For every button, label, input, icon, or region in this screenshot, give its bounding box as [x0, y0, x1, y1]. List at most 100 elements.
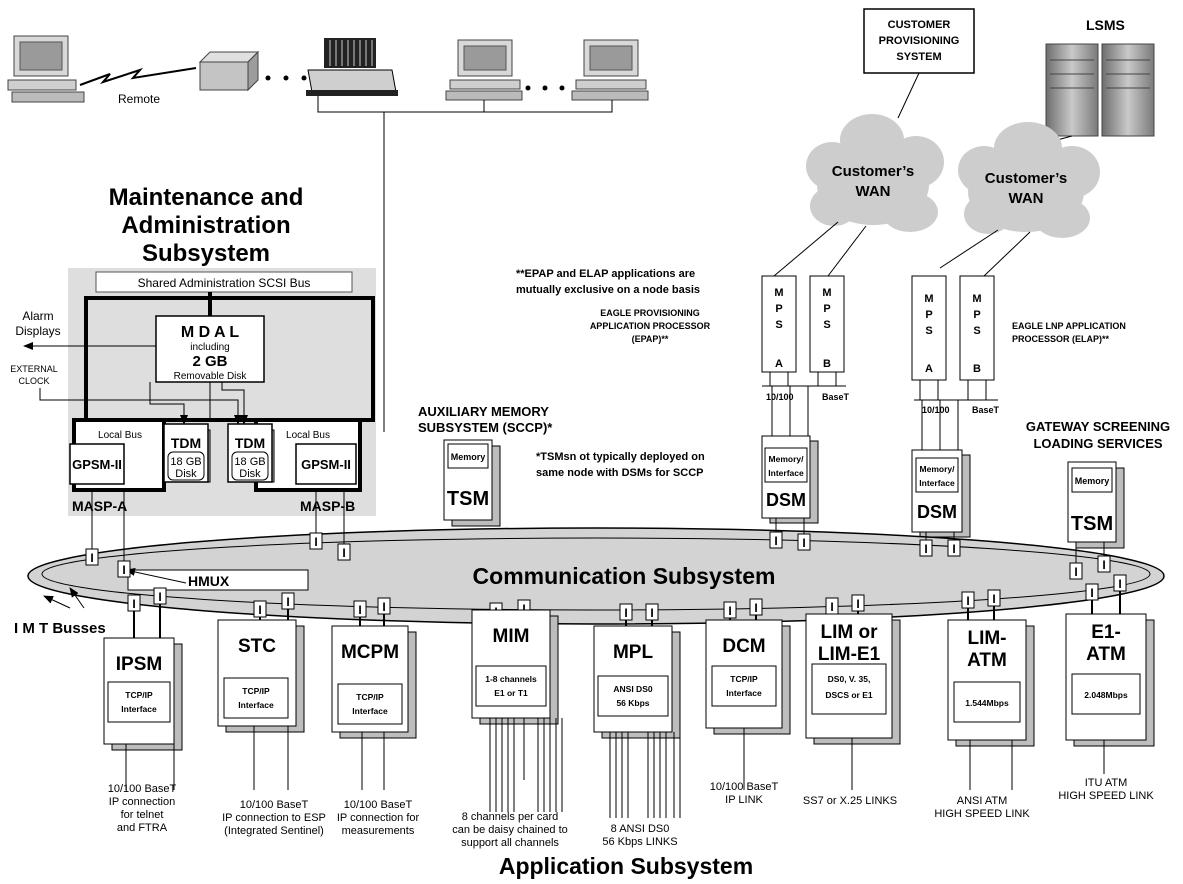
shared-scsi-bus-label: Shared Administration SCSI Bus	[138, 276, 311, 290]
alarm-displays-line2: Displays	[15, 324, 60, 338]
ellipsis-dots-1	[265, 75, 307, 81]
maintenance-title-line1: Maintenance and	[109, 184, 304, 211]
lim-atm-interface-box	[953, 681, 1021, 723]
stc-caption-line2: IP connection to ESP	[222, 812, 326, 824]
i-connector-icon	[1069, 562, 1083, 580]
tsm-note-line1: *TSMsn ot typically deployed on	[536, 451, 705, 463]
mps-a-elap	[911, 275, 947, 381]
mim-caption-line1: 8 channels per card	[462, 811, 559, 823]
mpl-caption-line2: 56 Kbps LINKS	[602, 836, 677, 848]
mps-a-epap	[761, 275, 797, 373]
i-connector-label: I	[382, 600, 385, 614]
mim-caption-line3: support all channels	[461, 837, 559, 849]
mim-sub-line1: 1-8 channels	[485, 674, 537, 684]
alarm-displays-line1: Alarm	[22, 309, 53, 323]
gpsm-b-label: GPSM-II	[301, 457, 351, 472]
elap-mps-group: M P S A M P S B 10/100 BaseT	[911, 275, 1000, 450]
e1-atm-caption-line2: HIGH SPEED LINK	[1058, 790, 1154, 802]
mpl-caption-line1: 8 ANSI DS0	[611, 823, 670, 835]
dcm-sub-line2: Interface	[726, 688, 762, 698]
mps-a-elap-letter: S	[925, 325, 932, 337]
i-connector-icon	[769, 531, 783, 549]
mpl-sub-line2: 56 Kbps	[616, 698, 649, 708]
i-connector-label: I	[952, 542, 955, 556]
tdm-b-label: TDM	[235, 435, 265, 451]
i-connector-icon	[153, 587, 167, 605]
mps-a-elap-letter: A	[925, 363, 933, 375]
stc-title: STC	[238, 636, 276, 657]
lim-caption-line1: SS7 or X.25 LINKS	[803, 795, 897, 807]
dsm-2-label: DSM	[917, 502, 957, 522]
lim-title-line2: LIM-E1	[818, 644, 881, 665]
shared-scsi-bus-box	[95, 271, 353, 293]
mcpm-sub-line2: Interface	[352, 706, 388, 716]
imt-busses-label: I M T Busses	[14, 620, 106, 637]
dcm-caption-line1: 10/100 BaseT	[710, 781, 779, 793]
lsms-label: LSMS	[1086, 17, 1125, 33]
ipsm-caption-line2: IP connection	[109, 796, 175, 808]
mpl-title: MPL	[613, 642, 654, 663]
lim-interface-box	[811, 663, 887, 715]
i-connector-label: I	[754, 601, 757, 615]
application-subsystem-label: Application Subsystem	[499, 853, 753, 879]
mcpm-caption-line1: 10/100 BaseT	[344, 799, 413, 811]
i-connector-label: I	[966, 594, 969, 608]
epap-elap-note-line1: **EPAP and ELAP applications are	[516, 268, 695, 280]
i-connector-icon	[723, 601, 737, 619]
ipsm-caption-line1: 10/100 BaseT	[108, 783, 177, 795]
elap-baset-label: BaseT	[972, 405, 1000, 415]
ipsm-caption-line4: and FTRA	[117, 822, 168, 834]
epap-10-100-label: 10/100	[766, 392, 794, 402]
elap-line1: EAGLE LNP APPLICATION	[1012, 321, 1126, 331]
dcm-interface-box	[711, 665, 777, 707]
remote-workstation-icon	[7, 35, 85, 103]
mdal-title: M D A L	[181, 324, 240, 341]
stc-caption-line1: 10/100 BaseT	[240, 799, 309, 811]
mps-b-elap-letter: B	[973, 363, 981, 375]
printer-icon	[306, 38, 398, 96]
mpl-sub-line1: ANSI DS0	[613, 684, 652, 694]
mcpm-caption-line2: IP connection for	[337, 812, 420, 824]
lim-atm-caption-line1: ANSI ATM	[957, 795, 1008, 807]
customer-provisioning-box	[863, 8, 975, 74]
dsm-1-interface-label: Interface	[768, 468, 804, 478]
i-connector-label: I	[992, 592, 995, 606]
mps-a-epap-letter: S	[775, 319, 782, 331]
i-connector-label: I	[650, 606, 653, 620]
i-connector-label: I	[358, 603, 361, 617]
i-connector-icon	[253, 600, 267, 618]
local-bus-b-label: Local Bus	[286, 430, 330, 441]
i-connector-label: I	[342, 546, 345, 560]
communication-ring-outer	[27, 527, 1165, 625]
ipsm-interface-box	[107, 681, 171, 723]
stc-interface-box	[223, 677, 289, 719]
mdal-including: including	[190, 342, 229, 353]
i-connector-icon	[309, 532, 323, 550]
mps-b-epap-letter: S	[823, 319, 830, 331]
mdal-removable-disk: Removable Disk	[174, 371, 248, 382]
i-connector-label: I	[122, 563, 125, 577]
mps-b-epap-letter: M	[822, 287, 831, 299]
i-connector-label: I	[856, 597, 859, 611]
mdal-2gb: 2 GB	[192, 353, 227, 370]
epap-line2: APPLICATION PROCESSOR	[590, 321, 711, 331]
i-connector-label: I	[830, 600, 833, 614]
maintenance-title-line3: Subsystem	[142, 240, 270, 267]
ipsm-sub-line1: TCP/IP	[125, 690, 153, 700]
ellipsis-dots-2	[525, 85, 565, 91]
i-connector-label: I	[1118, 577, 1121, 591]
i-connector-icon	[987, 589, 1001, 607]
external-clock-line1: EXTERNAL	[10, 364, 58, 374]
mps-b-elap	[959, 275, 995, 381]
i-connector-label: I	[1074, 565, 1077, 579]
dsm-2-interface-label: Interface	[919, 478, 955, 488]
mps-b-epap-letter: B	[823, 358, 831, 370]
i-connector-icon	[797, 533, 811, 551]
elap-10-100-label: 10/100	[922, 405, 950, 415]
dcm-caption-line2: IP LINK	[725, 794, 763, 806]
